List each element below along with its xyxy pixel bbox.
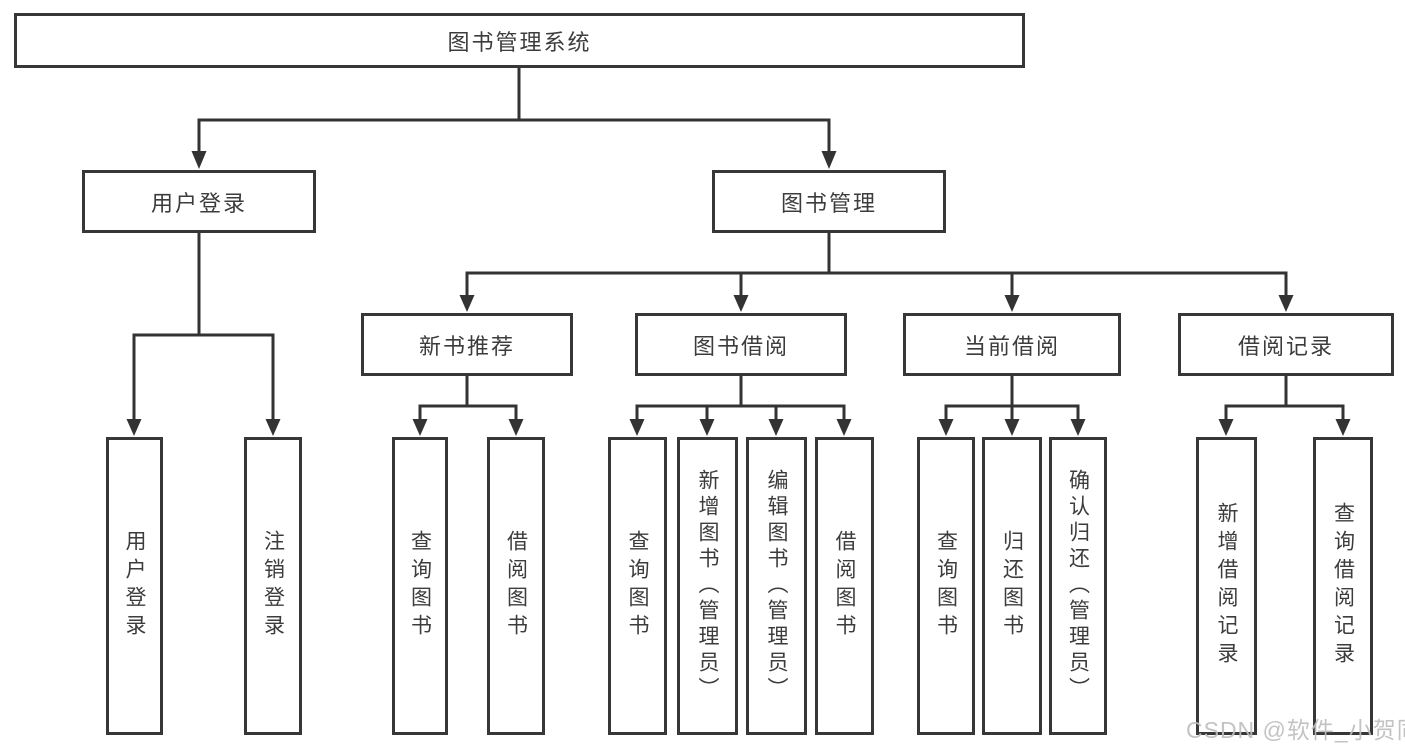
leaf-recommend-query-books: 查询图书 [392,437,448,735]
node-book-management: 图书管理 [712,170,946,233]
leaf-user-login-label: 用户登录 [123,530,146,642]
watermark: CSDN @软件_小贺同学 [1186,717,1405,743]
leaf-recommend-borrow-books-label: 借阅图书 [504,530,528,642]
node-root-label: 图书管理系统 [447,29,592,55]
node-book-borrow: 图书借阅 [635,313,847,376]
leaf-logout: 注销登录 [244,437,302,735]
leaf-borrow-books-label: 借阅图书 [833,530,856,642]
leaf-recommend-borrow-books: 借阅图书 [487,437,545,735]
node-user-login-label: 用户登录 [150,190,247,216]
leaf-return-books-label: 归还图书 [1000,530,1024,642]
leaf-recommend-query-books-label: 查询图书 [408,530,432,642]
node-book-management-label: 图书管理 [780,190,877,216]
leaf-query-borrow-record: 查询借阅记录 [1313,437,1373,735]
leaf-add-borrow-record-label: 新增借阅记录 [1215,502,1238,670]
leaf-borrow-books: 借阅图书 [815,437,874,735]
leaf-query-borrow-record-label: 查询借阅记录 [1331,502,1355,670]
node-root: 图书管理系统 [14,13,1025,68]
node-borrow-records: 借阅记录 [1178,313,1394,376]
leaf-edit-book-admin-label: 编辑图书（管理员） [765,469,788,703]
leaf-user-login: 用户登录 [106,437,163,735]
leaf-return-books: 归还图书 [982,437,1042,735]
leaf-current-query-books: 查询图书 [917,437,975,735]
leaf-add-book-admin-label: 新增图书（管理员） [696,469,719,703]
leaf-edit-book-admin: 编辑图书（管理员） [746,437,807,735]
node-borrow-records-label: 借阅记录 [1237,333,1334,359]
leaf-logout-label: 注销登录 [261,530,285,642]
node-current-borrow: 当前借阅 [903,313,1121,376]
node-book-borrow-label: 图书借阅 [692,333,789,359]
node-user-login: 用户登录 [82,170,316,233]
leaf-add-borrow-record: 新增借阅记录 [1196,437,1257,735]
node-current-borrow-label: 当前借阅 [963,333,1060,359]
leaf-add-book-admin: 新增图书（管理员） [677,437,738,735]
node-new-book-recommend-label: 新书推荐 [418,333,515,359]
leaf-confirm-return-admin-label: 确认归还（管理员） [1066,469,1090,703]
node-new-book-recommend: 新书推荐 [361,313,573,376]
leaf-borrow-query-books: 查询图书 [608,437,667,735]
leaf-current-query-books-label: 查询图书 [934,530,958,642]
leaf-confirm-return-admin: 确认归还（管理员） [1049,437,1107,735]
leaf-borrow-query-books-label: 查询图书 [626,530,649,642]
